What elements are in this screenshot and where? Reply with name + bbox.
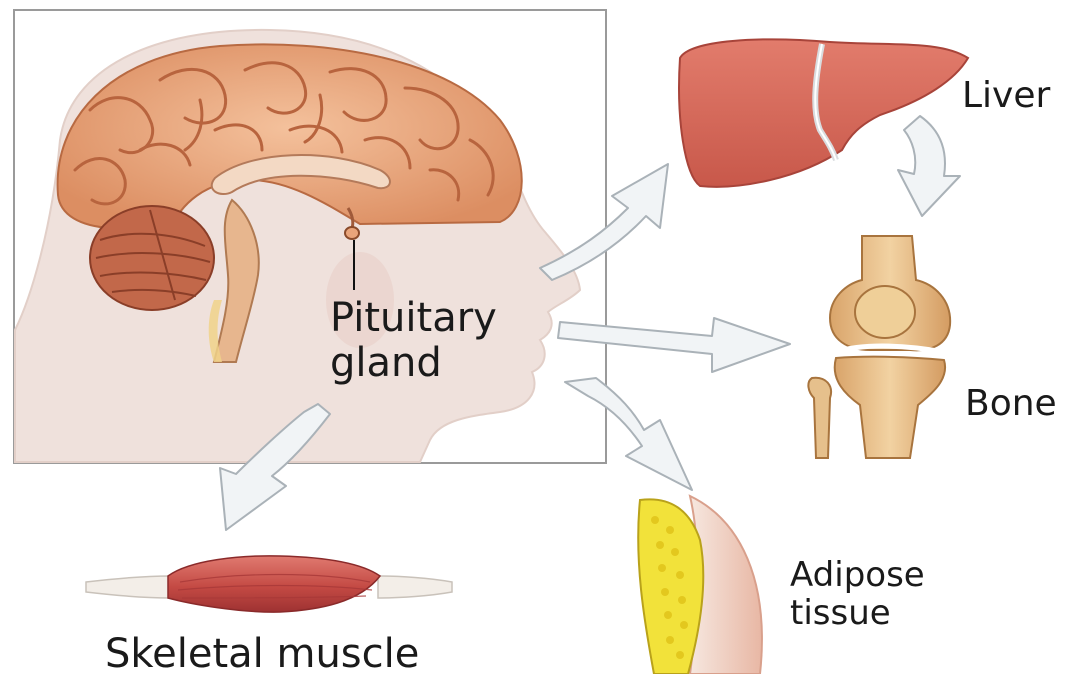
bone-label: Bone [965,384,1057,424]
adipose-illustration [638,496,762,674]
head-panel [14,10,606,463]
skeletal-muscle-illustration [86,556,452,612]
adipose-tissue-label: Adipose tissue [790,556,925,632]
pituitary-label-line2: gland [330,341,497,386]
adipose-label-line2: tissue [790,594,925,632]
pituitary-gland-label: Pituitary gland [330,296,497,386]
skeletal-muscle-label: Skeletal muscle [105,632,419,677]
arrow-liver-to-bone [898,116,960,216]
adipose-label-line1: Adipose [790,556,925,594]
cerebellum [90,206,214,310]
pituitary-label-line1: Pituitary [330,296,497,341]
bone-illustration [808,236,950,458]
liver-label: Liver [962,76,1050,116]
